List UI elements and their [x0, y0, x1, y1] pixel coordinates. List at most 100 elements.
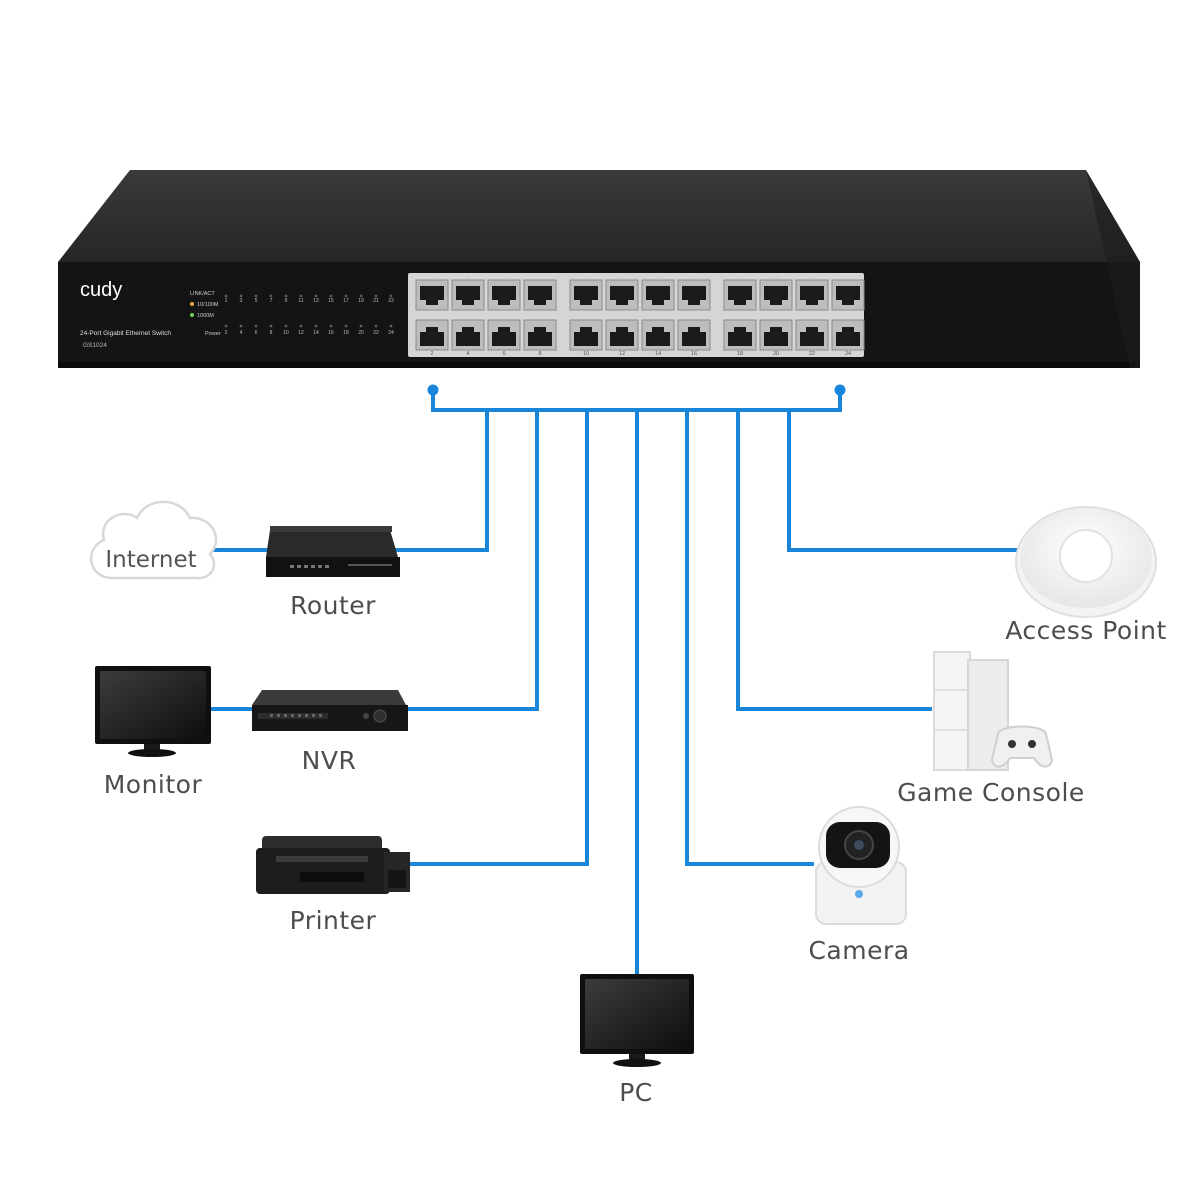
led-port-number: 3	[240, 298, 243, 304]
led-port-number: 20	[358, 330, 364, 336]
cable-node-left	[427, 384, 439, 396]
port-number-odd: 11	[619, 275, 625, 281]
access-point-label: Access Point	[1005, 616, 1167, 645]
power-label: Power	[205, 331, 221, 337]
led-port-number: 19	[358, 298, 364, 304]
switch-top	[58, 170, 1140, 262]
port-number-even: 22	[809, 351, 815, 357]
ethernet-port	[677, 279, 711, 311]
monitor-icon	[95, 666, 211, 757]
led-port-number: 24	[388, 330, 394, 336]
port-led	[374, 294, 378, 298]
port-number-odd: 9	[584, 275, 587, 281]
ethernet-port	[831, 279, 865, 311]
cable-nvr	[403, 408, 539, 711]
port-led	[389, 294, 393, 298]
led-port-number: 5	[255, 298, 258, 304]
led-legend-1-text: 10/100M	[197, 302, 219, 308]
port-led	[284, 294, 288, 298]
ethernet-port	[605, 279, 639, 311]
port-led	[224, 324, 228, 328]
port-led	[254, 294, 258, 298]
switch-model-number: GS1024	[83, 342, 107, 349]
ethernet-port	[523, 319, 557, 351]
ethernet-port	[415, 319, 449, 351]
ethernet-port	[795, 279, 829, 311]
camera-icon	[815, 806, 907, 925]
led-port-number: 8	[270, 330, 273, 336]
port-number-odd: 21	[809, 275, 815, 281]
ethernet-port	[641, 279, 675, 311]
nvr-icon	[252, 690, 408, 731]
router-icon	[266, 526, 400, 577]
port-number-odd: 7	[538, 275, 541, 281]
led-port-number: 10	[283, 330, 289, 336]
led-port-number: 6	[255, 330, 258, 336]
switch-model-name: 24-Port Gigabit Ethernet Switch	[80, 330, 171, 337]
led-port-number: 1	[225, 298, 228, 304]
port-led	[239, 294, 243, 298]
internet-label: Internet	[105, 547, 196, 573]
ethernet-port	[677, 319, 711, 351]
ethernet-port	[487, 319, 521, 351]
port-led	[359, 324, 363, 328]
port-led	[359, 294, 363, 298]
cable-game-console	[736, 408, 932, 711]
port-led	[344, 324, 348, 328]
port-number-even: 8	[538, 351, 541, 357]
port-led	[314, 294, 318, 298]
port-led	[269, 294, 273, 298]
camera-label: Camera	[808, 936, 910, 965]
port-led	[239, 324, 243, 328]
ethernet-port	[415, 279, 449, 311]
access-point-icon	[1015, 506, 1157, 618]
led-port-number: 12	[298, 330, 304, 336]
port-led	[269, 324, 273, 328]
ethernet-port	[451, 319, 485, 351]
ethernet-port	[759, 279, 793, 311]
led-port-number: 4	[240, 330, 243, 336]
ethernet-port	[831, 319, 865, 351]
ethernet-port	[723, 279, 757, 311]
led-port-number: 14	[313, 330, 319, 336]
port-number-even: 18	[737, 351, 743, 357]
network-switch: cudy 24-Port Gigabit Ethernet Switch GS1…	[58, 170, 1140, 368]
port-led	[299, 294, 303, 298]
game-console-icon	[933, 651, 1054, 771]
port-number-even: 14	[655, 351, 661, 357]
port-number-even: 12	[619, 351, 625, 357]
led-port-number: 22	[373, 330, 379, 336]
ethernet-port	[795, 319, 829, 351]
printer-label: Printer	[289, 906, 377, 935]
internet-cloud-icon: Internet	[89, 500, 218, 580]
port-led	[254, 324, 258, 328]
game-console-label: Game Console	[897, 778, 1085, 807]
port-led	[329, 294, 333, 298]
led-legend-10-100	[190, 302, 194, 306]
led-port-number: 11	[298, 298, 303, 304]
ethernet-port	[569, 319, 603, 351]
led-legend-1000	[190, 313, 194, 317]
port-number-even: 10	[583, 351, 589, 357]
port-number-odd: 1	[430, 275, 433, 281]
port-led	[344, 294, 348, 298]
ethernet-port	[451, 279, 485, 311]
port-number-even: 4	[466, 351, 469, 357]
led-port-number: 7	[270, 298, 273, 304]
port-led	[329, 324, 333, 328]
led-port-number: 17	[343, 298, 349, 304]
ethernet-port	[487, 279, 521, 311]
led-header-label: LINK/ACT	[190, 291, 215, 297]
ethernet-port	[641, 319, 675, 351]
led-port-number: 23	[388, 298, 394, 304]
ethernet-port	[523, 279, 557, 311]
port-number-odd: 13	[655, 275, 661, 281]
cable-router	[388, 408, 489, 552]
led-port-number: 21	[373, 298, 379, 304]
port-number-odd: 15	[691, 275, 697, 281]
port-number-even: 24	[845, 351, 851, 357]
printer-icon	[256, 836, 410, 894]
monitor-label: Monitor	[103, 770, 203, 799]
